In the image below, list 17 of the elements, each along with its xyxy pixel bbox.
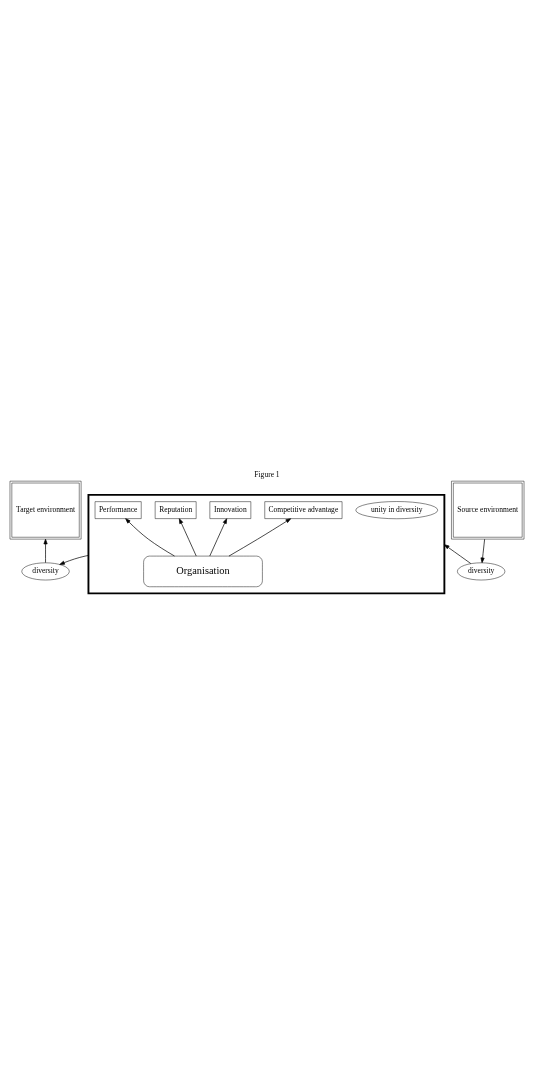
node-box: Innovation — [209, 501, 252, 519]
cluster — [87, 493, 446, 595]
arrow — [43, 538, 48, 564]
arrow — [178, 518, 197, 557]
node-ellipse: unity in diversity — [355, 501, 438, 519]
arrow — [125, 518, 175, 557]
diagram-title: Figure 1 — [254, 469, 280, 479]
node-box: Reputation — [154, 501, 197, 519]
node-box: Performance — [94, 501, 142, 519]
arrow — [444, 544, 472, 564]
node-ellipse: diversity — [457, 562, 506, 581]
arrow — [480, 538, 485, 564]
arrow — [228, 518, 292, 557]
node-box: Competitive advantage — [264, 501, 343, 519]
node-box: Organisation — [143, 555, 263, 587]
arrow — [209, 518, 228, 557]
arrow — [59, 555, 89, 565]
